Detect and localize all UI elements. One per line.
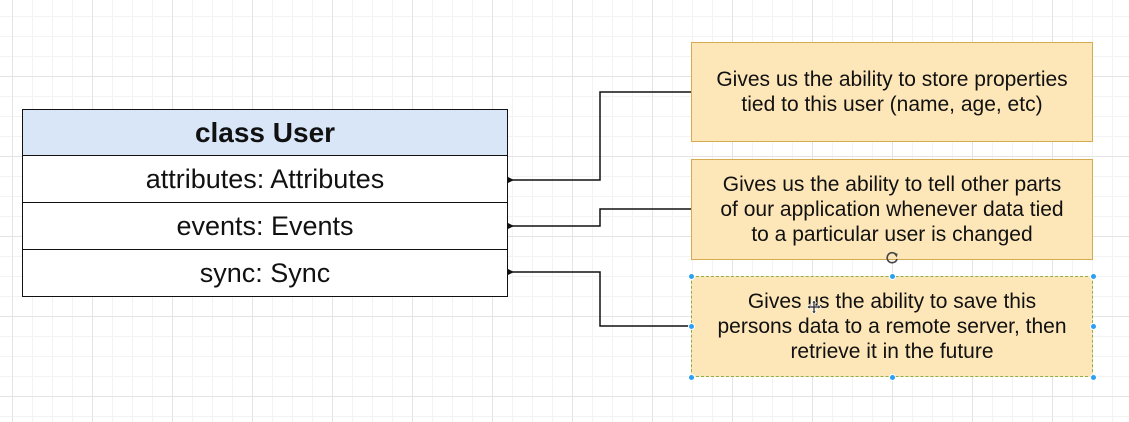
resize-handle-top-right[interactable] [1090,273,1097,280]
class-field-sync[interactable]: sync: Sync [22,250,508,297]
class-title[interactable]: class User [22,109,508,156]
resize-handle-middle-left[interactable] [688,323,695,330]
resize-handle-bottom-right[interactable] [1090,374,1097,381]
class-field-events[interactable]: events: Events [22,203,508,250]
connector-attributes[interactable] [502,91,691,186]
move-cursor-icon [806,299,822,315]
resize-handle-bottom-center[interactable] [889,374,896,381]
resize-handle-bottom-left[interactable] [688,374,695,381]
class-user-box[interactable]: class User attributes: Attributes events… [22,109,508,297]
rotate-icon[interactable] [884,250,900,266]
resize-handle-middle-right[interactable] [1090,323,1097,330]
note-sync-text: Gives us the ability to save this person… [717,290,1067,363]
connector-sync[interactable] [502,266,691,327]
note-sync-selected[interactable]: Gives us the ability to save this person… [691,276,1093,377]
connector-events[interactable] [502,208,691,232]
note-events[interactable]: Gives us the ability to tell other parts… [691,159,1093,260]
resize-handle-top-center[interactable] [889,273,896,280]
note-attributes[interactable]: Gives us the ability to store properties… [691,42,1093,142]
resize-handle-top-left[interactable] [688,273,695,280]
note-events-text: Gives us the ability to tell other parts… [720,173,1064,246]
class-field-attributes[interactable]: attributes: Attributes [22,156,508,203]
note-attributes-text: Gives us the ability to store properties… [716,68,1068,116]
